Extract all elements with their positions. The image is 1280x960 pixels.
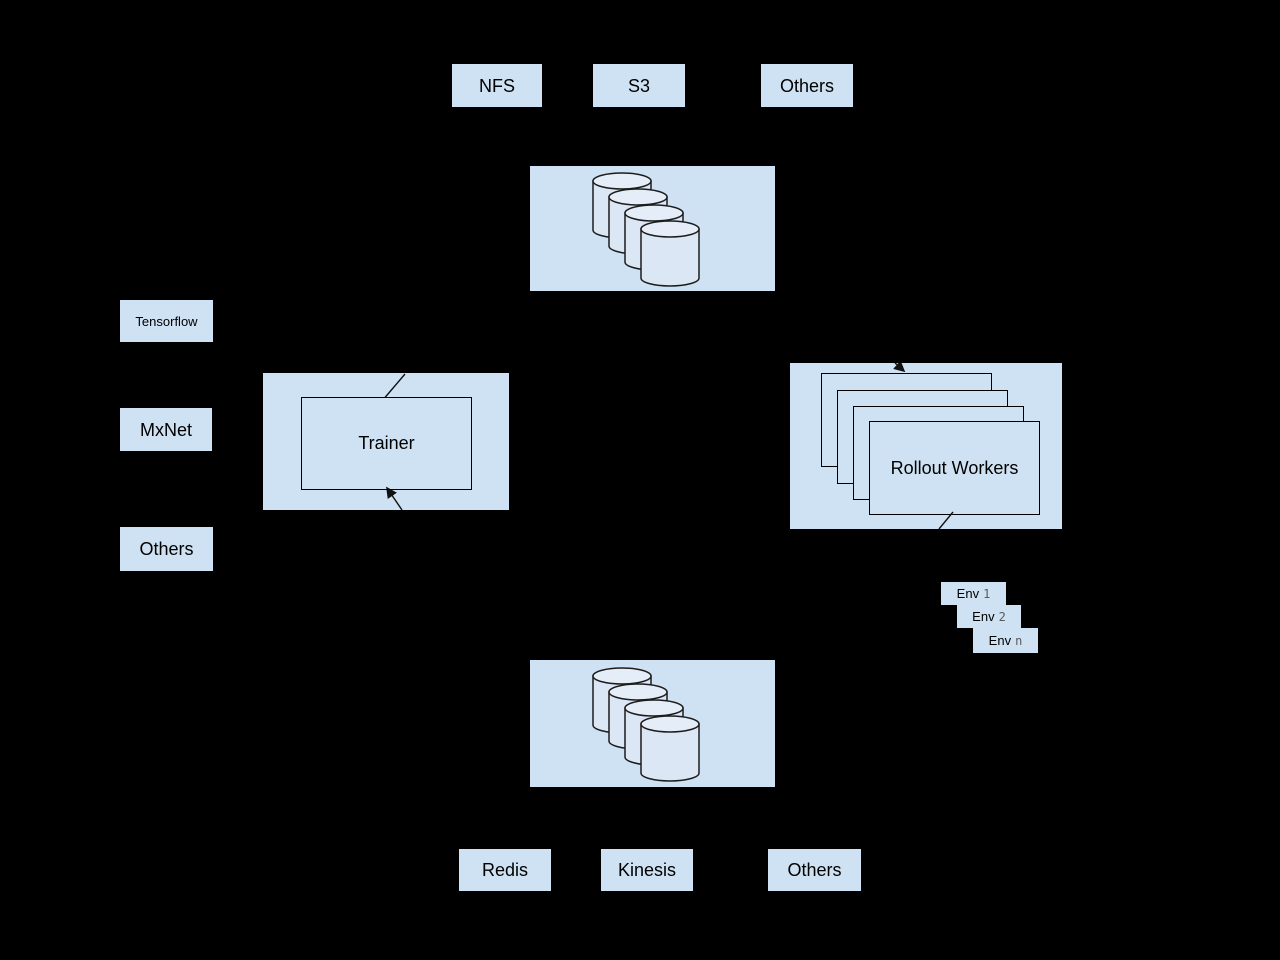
framework-others-label: Others bbox=[139, 539, 194, 559]
env-1-name: Env bbox=[956, 586, 980, 601]
env-2-index: 2 bbox=[998, 609, 1006, 624]
arrow-into-trainer bbox=[386, 486, 403, 510]
framework-mxnet: MxNet bbox=[120, 408, 212, 451]
env-n-name: Env bbox=[988, 633, 1012, 648]
storage-option-others-label: Others bbox=[779, 75, 835, 96]
rollout-worker-card-front: Rollout Workers bbox=[869, 421, 1040, 515]
database-stack-icon bbox=[592, 667, 700, 782]
trainer-container: Trainer bbox=[263, 373, 509, 510]
storage-option-s3-label: S3 bbox=[627, 75, 651, 96]
memory-backend-box bbox=[530, 660, 775, 787]
framework-mxnet-label: MxNet bbox=[139, 419, 192, 440]
trainer-label: Trainer bbox=[358, 433, 415, 453]
storage-option-others: Others bbox=[761, 64, 853, 107]
framework-tensorflow-label: Tensorflow bbox=[135, 313, 198, 329]
model-storage-box bbox=[530, 166, 775, 291]
line-trainer-to-storage bbox=[384, 373, 406, 398]
rollout-workers-label: Rollout Workers bbox=[890, 457, 1019, 478]
env-2-name: Env bbox=[972, 609, 995, 624]
trainer-box: Trainer bbox=[301, 397, 472, 490]
backend-option-redis-label: Redis bbox=[481, 860, 529, 880]
framework-others: Others bbox=[120, 527, 213, 571]
storage-option-s3: S3 bbox=[593, 64, 685, 107]
rollout-workers-container: Rollout Workers bbox=[790, 363, 1062, 529]
env-box-2: Env 2 bbox=[957, 605, 1021, 628]
env-n-index: n bbox=[1015, 633, 1023, 648]
env-box-1: Env 1 bbox=[941, 582, 1006, 605]
framework-tensorflow: Tensorflow bbox=[120, 300, 213, 342]
arrow-into-rollout-workers bbox=[893, 363, 906, 373]
backend-option-kinesis: Kinesis bbox=[601, 849, 693, 891]
backend-option-kinesis-label: Kinesis bbox=[617, 860, 677, 880]
backend-option-others-label: Others bbox=[787, 860, 842, 880]
storage-option-nfs: NFS bbox=[452, 64, 542, 107]
backend-option-others: Others bbox=[768, 849, 861, 891]
env-1-index: 1 bbox=[983, 586, 991, 601]
backend-option-redis: Redis bbox=[459, 849, 551, 891]
database-stack-icon bbox=[592, 172, 700, 287]
storage-option-nfs-label: NFS bbox=[479, 75, 515, 96]
env-box-n: Env n bbox=[973, 628, 1038, 653]
